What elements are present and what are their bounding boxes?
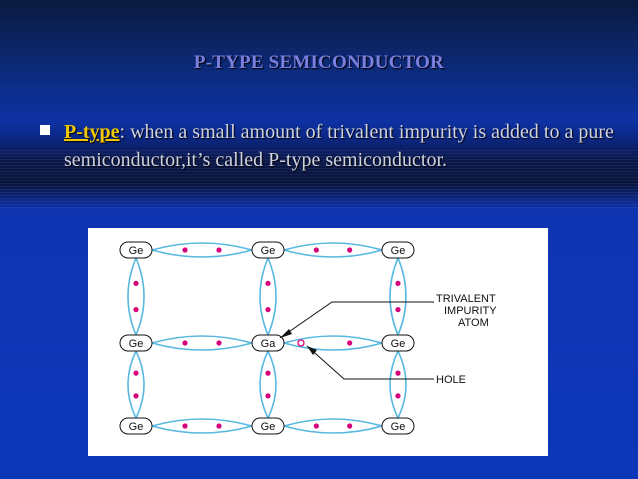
bullet-term: P-type [64, 121, 120, 143]
atom-outline [119, 334, 153, 352]
atom-outline [119, 241, 153, 259]
atom-outline [119, 417, 153, 435]
electron-dot [313, 423, 319, 429]
electron-dot [216, 247, 222, 253]
atom-label: Ga [261, 338, 277, 350]
band-texture [0, 150, 638, 210]
electron-dot [133, 280, 139, 287]
electron-dot [133, 306, 139, 313]
electron-dot [182, 247, 188, 253]
annotation-trivalent-2: IMPURITY [444, 305, 497, 317]
electron-dot [395, 393, 401, 399]
annotation-trivalent-3: ATOM [458, 317, 489, 329]
electron-dot [265, 306, 271, 313]
electron-dot [133, 393, 139, 399]
vertical-bond [127, 350, 145, 420]
square-bullet-icon [40, 125, 50, 135]
electron-dot [216, 423, 222, 429]
electron-dot [395, 280, 401, 287]
atom-label: Ge [261, 245, 276, 257]
atom-label: Ge [129, 421, 144, 433]
annotation-trivalent-1: TRIVALENT [436, 293, 496, 305]
trivalent-pointer [279, 301, 434, 339]
germanium-atom: Ge [381, 417, 415, 435]
vertical-bond [259, 350, 277, 420]
atom-outline [381, 417, 415, 435]
atom-label: Ge [391, 245, 406, 257]
horizontal-bond [283, 418, 385, 434]
electron-dot [133, 370, 139, 376]
horizontal-bond [151, 242, 255, 258]
atom-outline [381, 334, 415, 352]
germanium-atom: Ge [119, 417, 153, 435]
germanium-atom: Ge [381, 241, 415, 259]
horizontal-bond [151, 418, 255, 434]
vertical-bond [389, 350, 407, 420]
atom-label: Ge [391, 421, 406, 433]
vertical-bond [127, 257, 145, 338]
electron-dot [265, 370, 271, 376]
electron-dot [182, 423, 188, 429]
atom-label: Ge [391, 338, 406, 350]
horizontal-bond [283, 242, 385, 258]
electron-dot [265, 393, 271, 399]
electron-dot [347, 423, 353, 429]
bullet-definition: : when a small amount of trivalent impur… [64, 121, 614, 171]
electron-dot [347, 340, 353, 346]
vertical-bond [389, 257, 407, 338]
annotation-hole: HOLE [436, 374, 466, 386]
atom-outline [381, 241, 415, 259]
bullet-text: P-type: when a small amount of trivalent… [64, 118, 624, 174]
germanium-atom: Ge [381, 334, 415, 352]
horizontal-bond [151, 335, 255, 351]
electron-dot [347, 247, 353, 253]
vertical-bond [259, 257, 277, 338]
hole-pointer [306, 345, 434, 380]
electron-dot [216, 340, 222, 346]
slide-title: P-TYPE SEMICONDUCTOR [193, 52, 445, 73]
atom-outline [251, 241, 285, 259]
electron-dots [133, 247, 401, 429]
atom-label: Ge [261, 421, 276, 433]
germanium-atom: Ge [251, 241, 285, 259]
electron-dot [182, 340, 188, 346]
electron-dot [395, 306, 401, 313]
atom-label: Ge [129, 245, 144, 257]
atom-label: Ge [129, 338, 144, 350]
atom-outline [251, 417, 285, 435]
germanium-atom: Ge [119, 334, 153, 352]
impurity-atom: Ga [251, 334, 285, 352]
germanium-atom: Ge [251, 417, 285, 435]
germanium-atom: Ge [119, 241, 153, 259]
dark-band [0, 120, 638, 210]
electron-dot [313, 247, 319, 253]
atom-outline [251, 334, 285, 352]
horizontal-bond [283, 335, 385, 351]
electron-dot [395, 370, 401, 376]
electron-dot [265, 280, 271, 287]
hole-marker [297, 339, 305, 347]
